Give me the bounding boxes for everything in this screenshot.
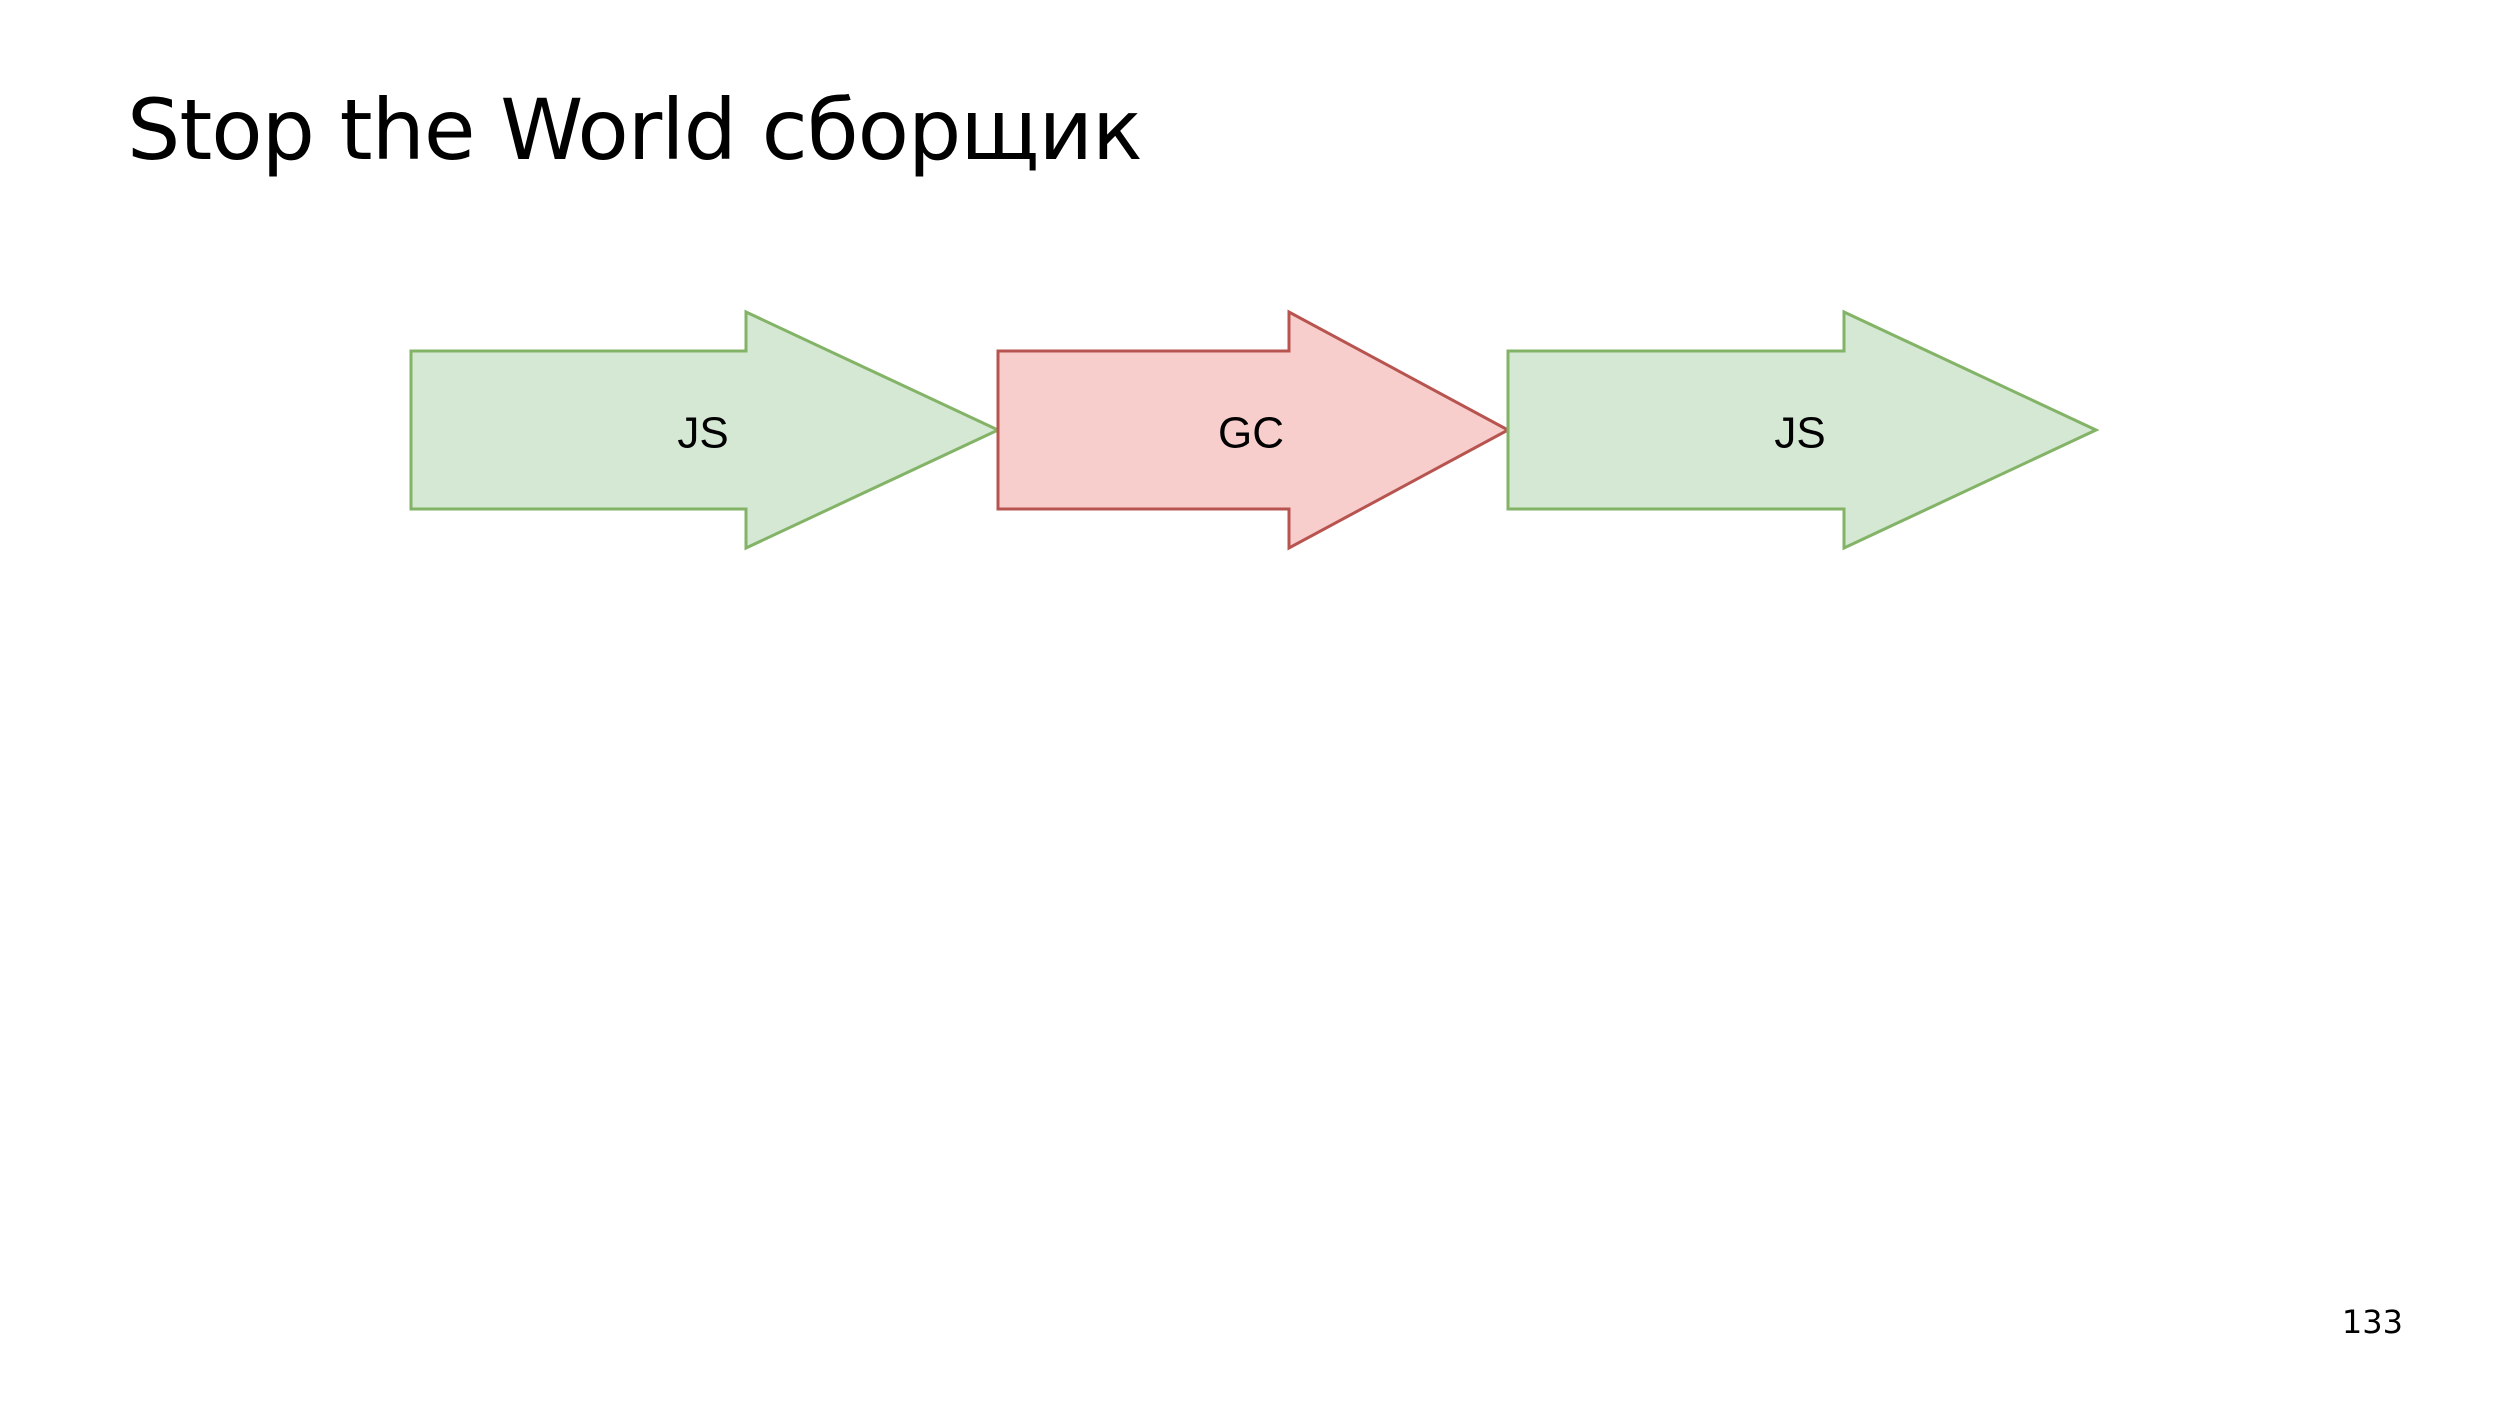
arrow-js-2-shape [1506,309,2100,551]
arrow-gc-label: GC [1218,409,1284,458]
arrow-gc: GC [996,309,1512,551]
arrow-js-2: JS [1506,309,2100,551]
arrow-js-1-label: JS [677,409,728,458]
slide-title: Stop the World сборщик [127,81,1143,179]
arrow-js-1-shape [409,309,1002,551]
page-number: 133 [2341,1303,2403,1341]
arrow-js-2-label: JS [1774,409,1825,458]
arrow-gc-shape [996,309,1512,551]
arrow-js-1: JS [409,309,1002,551]
